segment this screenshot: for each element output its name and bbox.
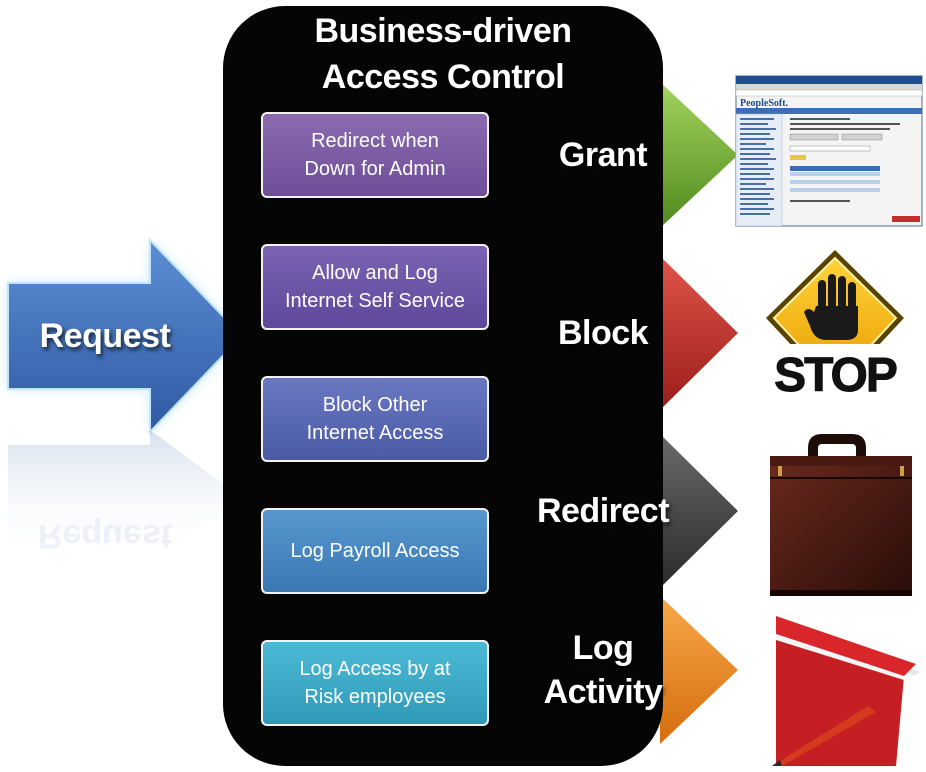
briefcase-icon [770,434,912,596]
request-arrow [7,237,244,435]
grant-label: Grant [558,136,648,174]
peoplesoft-brand: PeopleSoft. [740,98,789,109]
log-activity-label: Log Activity [518,626,688,714]
redirect-label: Redirect [536,492,670,530]
web-page-screenshot [735,75,923,227]
step-5-line-2: Risk employees [304,686,446,708]
stop-sign-icon: STOP [766,250,904,403]
notebook-pencil-icon [772,616,920,766]
step-2-line-1: Allow and Log [312,262,438,284]
request-arrow-reflection [8,430,242,560]
log-activity-line-2: Activity [543,673,663,711]
panel-title: Business-driven Access Control [223,6,663,100]
block-label: Block [557,314,649,352]
step-5-line-1: Log Access by at [299,658,451,680]
step-1-line-2: Down for Admin [304,158,446,180]
stop-text: STOP [774,349,897,402]
step-3-line-2: Internet Access [306,422,444,444]
step-1-line-1: Redirect when [311,130,439,152]
pencil [772,706,876,766]
panel-title-line-2: Access Control [321,58,565,96]
request-label-reflection: Request [37,517,173,555]
request-label: Request [39,317,171,355]
log-activity-line-1: Log [572,629,634,667]
step-log-at-risk: Log Access by at Risk employees [261,640,489,726]
panel-title-line-1: Business-driven [314,12,572,50]
step-3-line-1: Block Other [322,394,428,416]
step-4-line-1: Log Payroll Access [290,540,460,562]
step-log-payroll: Log Payroll Access [261,508,489,594]
step-2-line-2: Internet Self Service [284,290,466,312]
